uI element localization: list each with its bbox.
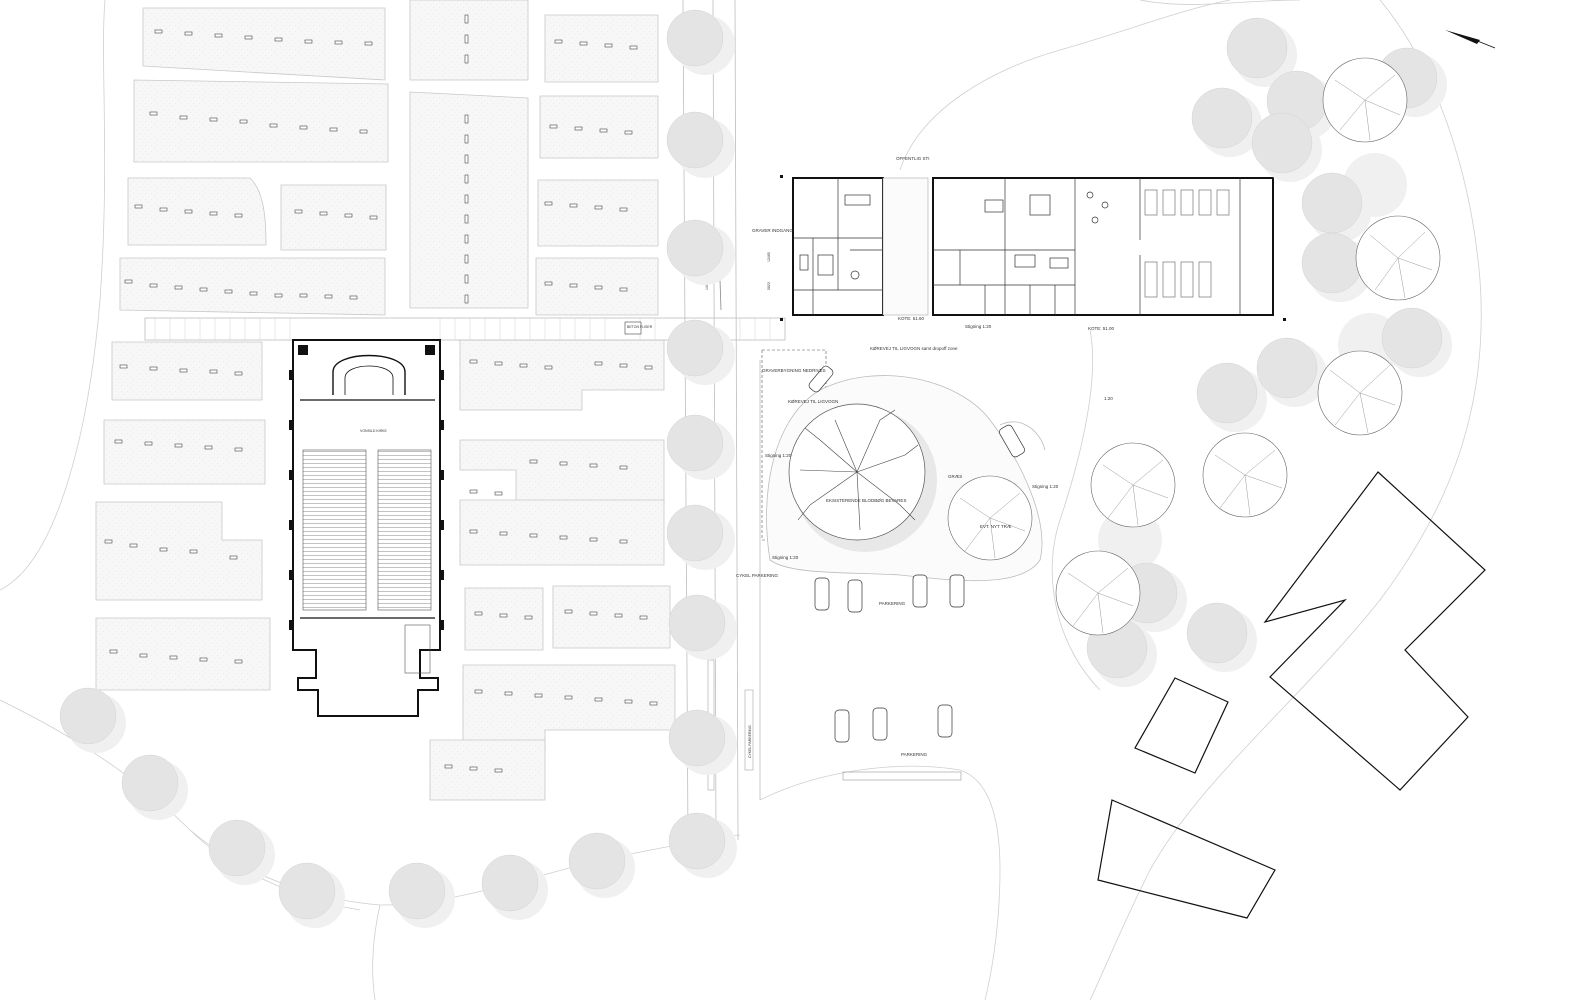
grave-sections — [95, 0, 676, 801]
parkering-2-label: PARKERING — [901, 752, 928, 757]
cykel-parkering-2-label: CYKEL PARKERING — [748, 725, 752, 758]
dim-14400-label: 14400 — [705, 280, 709, 290]
cykel-parkering-1-label: CYKEL PARKERING — [736, 573, 779, 578]
eksisterende-blodbog-label: EKSISTERENDE BLODBØG BEVARES — [826, 498, 906, 503]
north-arrow-icon — [1445, 30, 1496, 49]
offentlig-sti-label: OFFENTLIG STI — [896, 156, 930, 161]
parking-bar — [842, 771, 962, 781]
neighbour-buildings — [1097, 471, 1486, 919]
korevej-ligvogn-dropoff-label: KØREVEJ TIL LIGVOGN samt dropoff zone — [870, 346, 958, 351]
dim-5823-label: 5823 — [767, 282, 771, 290]
dim-12465-label: 12465 — [767, 252, 771, 262]
paved-walkway: BETON FLISER — [144, 317, 786, 341]
stigning-top-label: Stigning 1:20 — [965, 324, 992, 329]
terrain-lines — [0, 0, 1482, 1000]
evt-nyt-trae-label: EVT. NYT TRÆ — [980, 524, 1012, 529]
grave-markers — [104, 14, 658, 773]
service-building-west — [780, 175, 1286, 321]
car-icon — [808, 365, 1025, 743]
korevej-ligvogn-label: KØREVEJ TIL LIGVOGN — [788, 399, 838, 404]
stigning-bottom-label: Stigning 1:20 — [772, 555, 799, 560]
stigning-right-label: Stigning 1:20 — [1032, 484, 1059, 489]
plan-annotations: GRAVER INDGANG OFFENTLIG STI KOTE: 51.60… — [736, 156, 1115, 758]
graver-indgang-label: GRAVER INDGANG — [752, 228, 793, 233]
beton-fliser-label: BETON FLISER — [627, 325, 653, 329]
parkering-1-label: PARKERING — [879, 601, 906, 606]
kote-east-label: KOTE: 51.00 — [1088, 326, 1115, 331]
kote-west-label: KOTE: 51.60 — [898, 316, 925, 321]
graes-label: GRÆS — [948, 474, 962, 479]
stigning-left-label: Stigning 1:20 — [765, 453, 792, 458]
church-building: VONSILD KIRKE — [289, 339, 444, 717]
tree-canopy-icon — [59, 9, 1452, 928]
graverbygning-label: GRAVERBYGNING NEDRIVES — [762, 368, 826, 373]
church-label: VONSILD KIRKE — [360, 429, 388, 433]
ratio-right-label: 1:20 — [1104, 396, 1113, 401]
